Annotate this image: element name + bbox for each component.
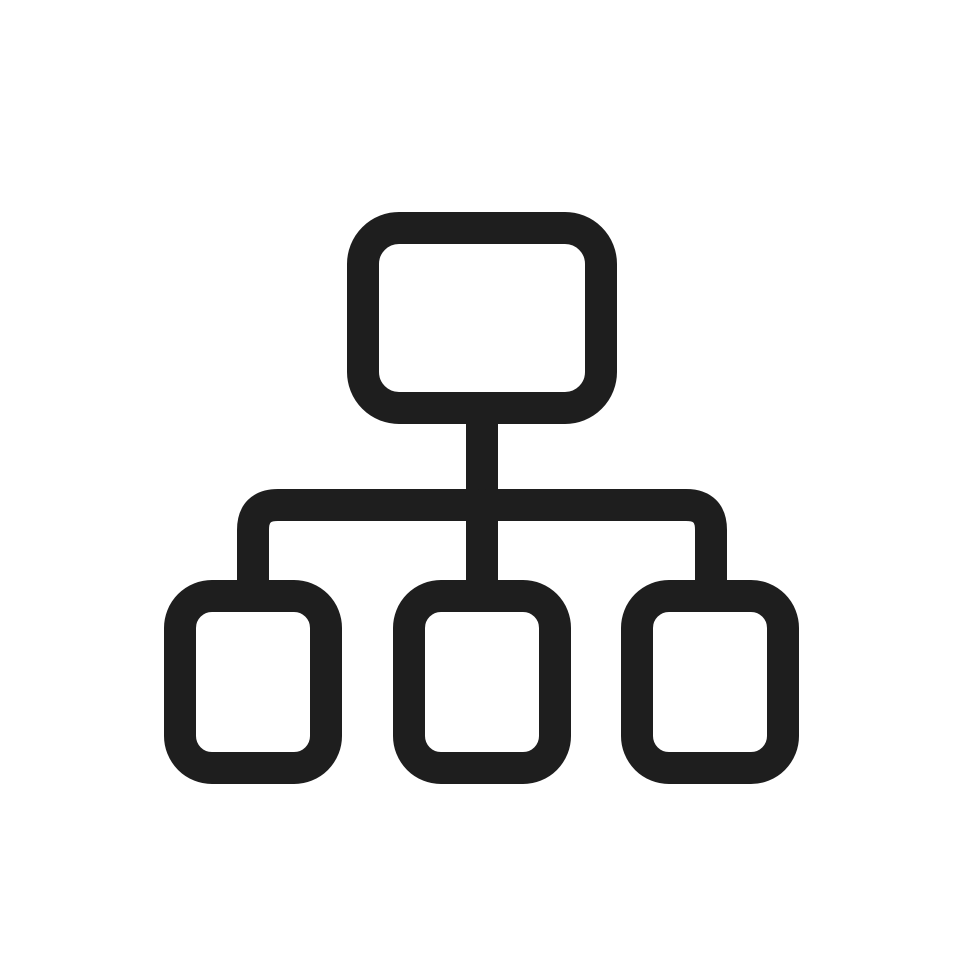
child-node-right	[621, 580, 799, 784]
child-node-middle	[393, 580, 571, 784]
parent-node	[347, 212, 617, 424]
child-node-left	[164, 580, 342, 784]
